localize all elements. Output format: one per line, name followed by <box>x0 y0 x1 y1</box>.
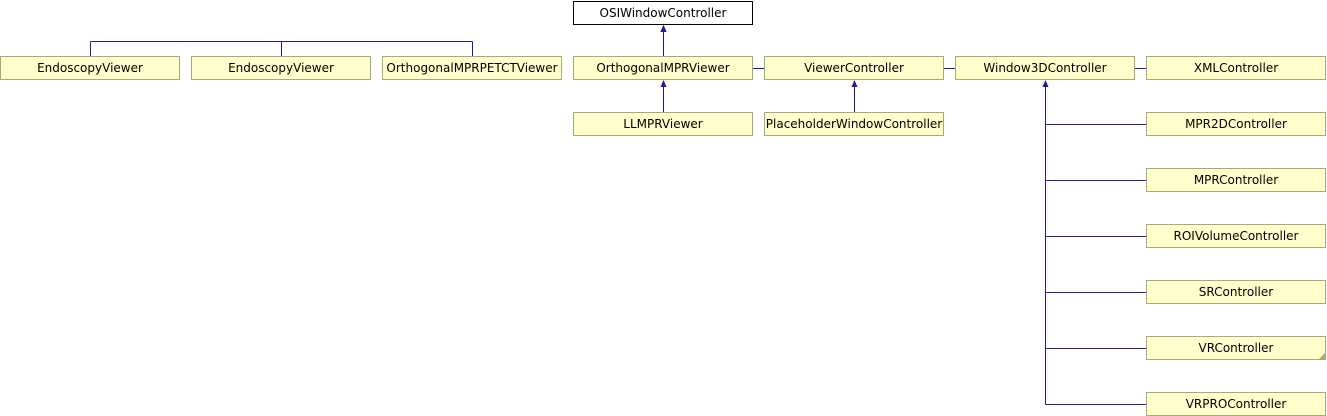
class-node-osiwindowcontroller[interactable]: OSIWindowController <box>573 1 753 25</box>
class-node-xmlcontroller[interactable]: XMLController <box>1146 56 1326 80</box>
class-node-roivolumecontroller[interactable]: ROIVolumeController <box>1146 224 1326 248</box>
class-node-endoscopyviewer-2[interactable]: EndoscopyViewer <box>191 56 371 80</box>
inheritance-arrow <box>660 80 667 87</box>
class-node-viewercontroller[interactable]: ViewerController <box>764 56 944 80</box>
class-node-placeholderwindowcontroller[interactable]: PlaceholderWindowController <box>764 112 944 136</box>
class-node-vrcontroller-label: VRController <box>1198 341 1274 355</box>
class-node-vrprocontroller[interactable]: VRPROController <box>1146 392 1326 416</box>
inheritance-arrow <box>1042 80 1049 87</box>
inheritance-arrow <box>851 80 858 87</box>
truncated-fold-icon <box>1319 353 1325 359</box>
class-node-llmprviewer[interactable]: LLMPRViewer <box>573 112 753 136</box>
class-node-window3dcontroller[interactable]: Window3DController <box>955 56 1135 80</box>
class-node-mprcontroller[interactable]: MPRController <box>1146 168 1326 192</box>
inheritance-arrow <box>660 25 667 32</box>
class-node-srcontroller[interactable]: SRController <box>1146 280 1326 304</box>
class-node-endoscopyviewer-1[interactable]: EndoscopyViewer <box>0 56 180 80</box>
class-node-orthogonalmprviewer[interactable]: OrthogonalMPRViewer <box>573 56 753 80</box>
class-node-vrcontroller[interactable]: VRController <box>1146 336 1326 360</box>
class-node-orthogonalmprpetctviewer[interactable]: OrthogonalMPRPETCTViewer <box>382 56 562 80</box>
class-node-mpr2dcontroller[interactable]: MPR2DController <box>1146 112 1326 136</box>
